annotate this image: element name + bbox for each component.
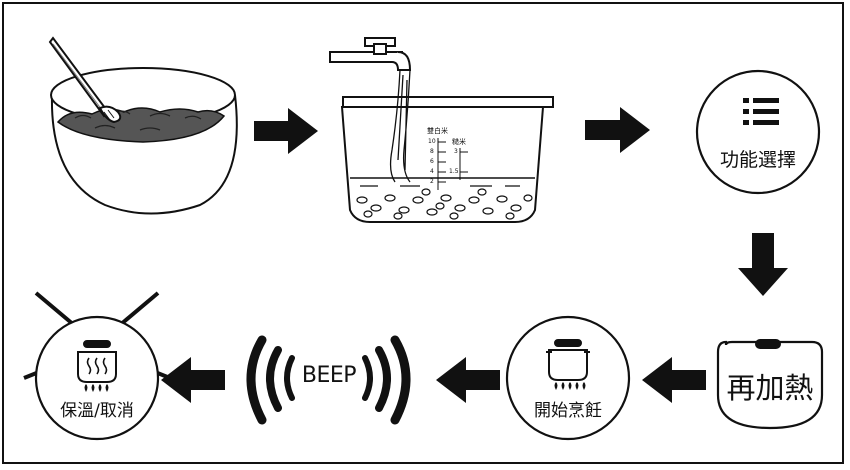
scale-tick-label: 1.5 (449, 168, 459, 175)
start-cooking-button (505, 315, 631, 441)
reheat-button-icon (716, 339, 824, 430)
start-cooking-label: 開始烹飪 (534, 401, 602, 421)
beep-label: BEEP (301, 363, 357, 388)
arrow-right-2-icon (585, 107, 650, 153)
keep-warm-cancel-button (23, 291, 171, 441)
scale-tick-label: 8 (430, 148, 434, 155)
list-icon (743, 98, 779, 125)
pot-on-flame-icon (546, 339, 590, 390)
function-select-label: 功能選擇 (719, 149, 796, 171)
keep-warm-icon (77, 340, 117, 392)
scale-left-label: 雙白米 (427, 127, 448, 135)
arrow-right-1-icon (254, 108, 318, 154)
diagram-frame (2, 2, 844, 464)
scale-tick-label: 2 (430, 178, 434, 185)
arrow-down-icon (738, 233, 788, 296)
sound-waves-icon (246, 335, 411, 425)
scale-tick-label: 6 (430, 158, 434, 165)
arrow-left-3-icon (161, 357, 225, 403)
reheat-label: 再加熱 (726, 371, 814, 405)
function-select-button (695, 69, 821, 195)
keep-warm-cancel-label: 保溫/取消 (60, 401, 134, 421)
scale-tick-label: 3 (454, 148, 458, 155)
scale-tick-label: 10 (428, 138, 436, 145)
arrow-left-1-icon (642, 357, 706, 403)
arrow-left-2-icon (436, 357, 500, 403)
pot-with-porridge-icon (48, 36, 238, 215)
water-filling-pot-icon (329, 37, 554, 223)
scale-right-label: 糙米 (452, 138, 466, 146)
scale-tick-label: 4 (430, 168, 434, 175)
